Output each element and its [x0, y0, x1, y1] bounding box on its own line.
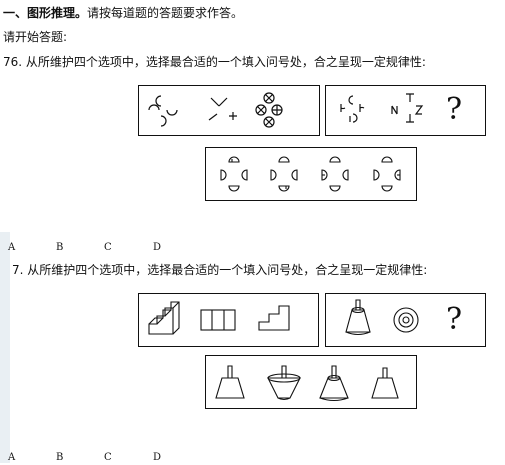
q76-figure-arcs — [148, 95, 178, 127]
q76-figure-half-circles — [340, 95, 365, 123]
q7-option-c-figure[interactable] — [319, 365, 349, 402]
q7-figure-side-view — [258, 305, 290, 331]
q76-pattern-box-2: ? — [325, 85, 486, 136]
q7-figure-concentric-circles — [393, 307, 419, 333]
q76-options-box — [205, 147, 417, 201]
q76-pattern-box-1 — [138, 85, 320, 136]
left-edge-shade — [0, 232, 10, 463]
q7-option-b-label[interactable]: B — [56, 452, 64, 463]
section-instruction: 请按每道题的答题要求作答。 — [87, 6, 244, 20]
q7-option-d-figure[interactable] — [371, 367, 399, 399]
q76-option-b-label[interactable]: B — [56, 242, 64, 253]
q7-option-a-figure[interactable] — [215, 365, 245, 399]
q7-options-box — [205, 355, 417, 409]
q76-option-b-figure[interactable] — [270, 156, 298, 192]
q76-figure-letters — [391, 93, 424, 123]
q7-option-b-figure[interactable] — [267, 365, 301, 401]
q7-figure-3d-steps — [148, 301, 180, 335]
question-76-prompt: 76. 从所维护四个选项中，选择最合适的一个填入问号处，合之呈现一定规律性: — [3, 55, 426, 69]
q76-question-mark: ? — [446, 92, 463, 127]
q7-option-a-label[interactable]: A — [8, 452, 16, 463]
q76-option-d-figure[interactable] — [373, 156, 401, 192]
q76-option-d-label[interactable]: D — [153, 242, 162, 253]
q76-option-a-figure[interactable] — [220, 156, 248, 192]
question-text: 从所维护四个选项中，选择最合适的一个填入问号处，合之呈现一定规律性: — [27, 263, 428, 277]
question-text: 从所维护四个选项中，选择最合适的一个填入问号处，合之呈现一定规律性: — [25, 55, 426, 69]
q76-figure-lines — [208, 97, 237, 121]
start-note: 请开始答题: — [3, 30, 68, 44]
q7-figure-front-view — [200, 309, 236, 331]
q7-figure-frustum — [345, 299, 371, 336]
q76-option-c-label[interactable]: C — [104, 242, 112, 253]
q7-option-c-label[interactable]: C — [104, 452, 112, 463]
q76-option-a-label[interactable]: A — [8, 242, 16, 253]
section-header: 一、图形推理。请按每道题的答题要求作答。 — [3, 6, 243, 20]
q76-option-c-figure[interactable] — [321, 156, 349, 192]
question-number: 76. — [3, 55, 23, 69]
q7-option-d-label[interactable]: D — [153, 452, 162, 463]
section-heading: 一、图形推理。 — [3, 6, 88, 20]
q7-pattern-box-1 — [138, 293, 319, 347]
q76-figure-circles — [255, 92, 283, 128]
question-7-prompt: 7. 从所维护四个选项中，选择最合适的一个填入问号处，合之呈现一定规律性: — [12, 263, 427, 277]
q7-question-mark: ? — [446, 302, 463, 337]
q7-pattern-box-2: ? — [325, 293, 486, 347]
question-number: 7. — [12, 263, 24, 277]
